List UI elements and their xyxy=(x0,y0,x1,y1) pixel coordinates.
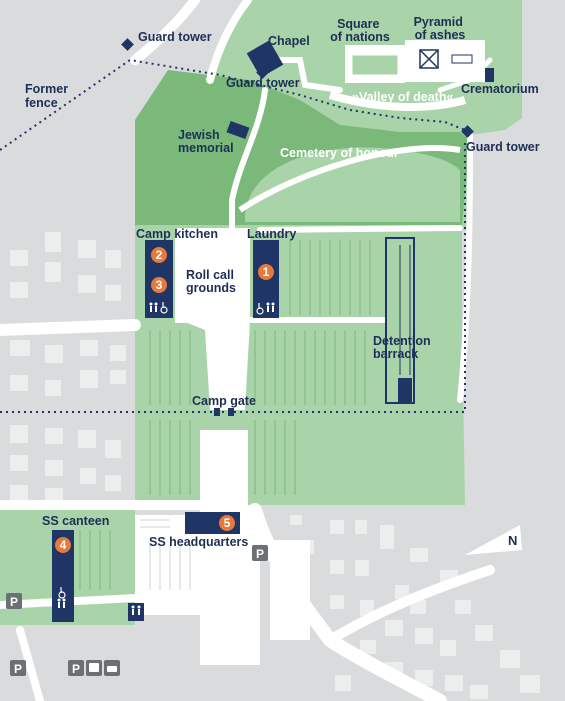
barrack-rows xyxy=(149,240,371,495)
jewish-memorial-building xyxy=(226,120,250,140)
label-guard-tower-east: Guard tower xyxy=(466,140,540,154)
detention-barrack-block xyxy=(398,378,412,403)
toilets-icon xyxy=(149,302,158,312)
marker-4[interactable]: 4 xyxy=(55,537,71,553)
gate-approach xyxy=(200,430,248,505)
parking-icon-hq: P xyxy=(252,545,268,561)
chapel-building xyxy=(246,40,284,78)
car-icon xyxy=(104,660,120,676)
cemetery-path xyxy=(238,145,461,213)
label-chapel: Chapel xyxy=(268,34,310,48)
svg-text:P: P xyxy=(14,662,22,676)
bus-icon xyxy=(86,660,102,676)
label-camp-kitchen: Camp kitchen xyxy=(136,227,218,241)
svg-text:P: P xyxy=(256,547,264,561)
toilets-icon-parking xyxy=(128,603,144,621)
ss-canteen-building xyxy=(52,530,74,622)
label-cemetery-of-honour: Cemetery of honour xyxy=(280,146,399,160)
label-ss-canteen: SS canteen xyxy=(42,514,109,528)
guard-tower-east-icon xyxy=(461,125,474,138)
toilets-icon-canteen xyxy=(57,598,66,608)
svg-text:1: 1 xyxy=(263,265,270,279)
gate-block-1 xyxy=(214,408,220,416)
pyramid-icon xyxy=(419,49,439,69)
label-crematorium: Crematorium xyxy=(461,82,539,96)
detention-ladder xyxy=(399,245,411,375)
north-arrow: N xyxy=(465,525,522,555)
label-pyramid-of-ashes: Pyramid of ashes xyxy=(414,15,467,42)
label-jewish-memorial: Jewish memorial xyxy=(178,128,234,155)
town-blocks xyxy=(10,232,126,504)
wheelchair-icon xyxy=(160,302,168,314)
marker-3[interactable]: 3 xyxy=(151,277,167,293)
memorial-complex xyxy=(345,40,485,83)
parking-icon-south: P xyxy=(68,660,84,676)
label-ss-headquarters: SS headquarters xyxy=(149,535,248,549)
svg-text:N: N xyxy=(508,533,517,548)
guard-tower-chapel-icon xyxy=(256,66,269,79)
svg-text:P: P xyxy=(10,595,18,609)
label-camp-gate: Camp gate xyxy=(192,394,256,408)
svg-text:P: P xyxy=(72,662,80,676)
label-roll-call-grounds: Roll call grounds xyxy=(186,268,237,295)
svg-text:5: 5 xyxy=(224,516,231,530)
label-guard-tower-nw: Guard tower xyxy=(138,30,212,44)
label-valley-of-death: »Valley of death« xyxy=(352,90,453,104)
wheelchair-icon-laundry xyxy=(256,303,264,315)
label-detention-barrack: Detention barrack xyxy=(373,334,434,361)
label-guard-tower-chapel: Guard tower xyxy=(226,76,300,90)
svg-text:4: 4 xyxy=(60,538,67,552)
svg-text:2: 2 xyxy=(156,248,163,262)
marker-2[interactable]: 2 xyxy=(151,247,167,263)
label-former-fence: Former fence xyxy=(25,82,72,110)
white-building-se xyxy=(270,540,310,640)
toilets-icon-laundry xyxy=(266,302,275,312)
parking-icon-west: P xyxy=(6,593,22,609)
marker-1[interactable]: 1 xyxy=(258,264,274,280)
parking-icon-sw: P xyxy=(10,660,26,676)
label-laundry: Laundry xyxy=(247,227,296,241)
gate-block-2 xyxy=(228,408,234,416)
wheelchair-icon-canteen xyxy=(58,587,66,599)
label-square-of-nations: Square of nations xyxy=(330,17,390,44)
canteen-stripes xyxy=(79,530,111,590)
marker-5[interactable]: 5 xyxy=(219,515,235,531)
svg-text:3: 3 xyxy=(156,278,163,292)
roll-call-area xyxy=(175,228,250,410)
cemetery-lawn xyxy=(245,147,460,222)
valley-path xyxy=(328,91,467,111)
parking-stripes xyxy=(140,519,191,590)
